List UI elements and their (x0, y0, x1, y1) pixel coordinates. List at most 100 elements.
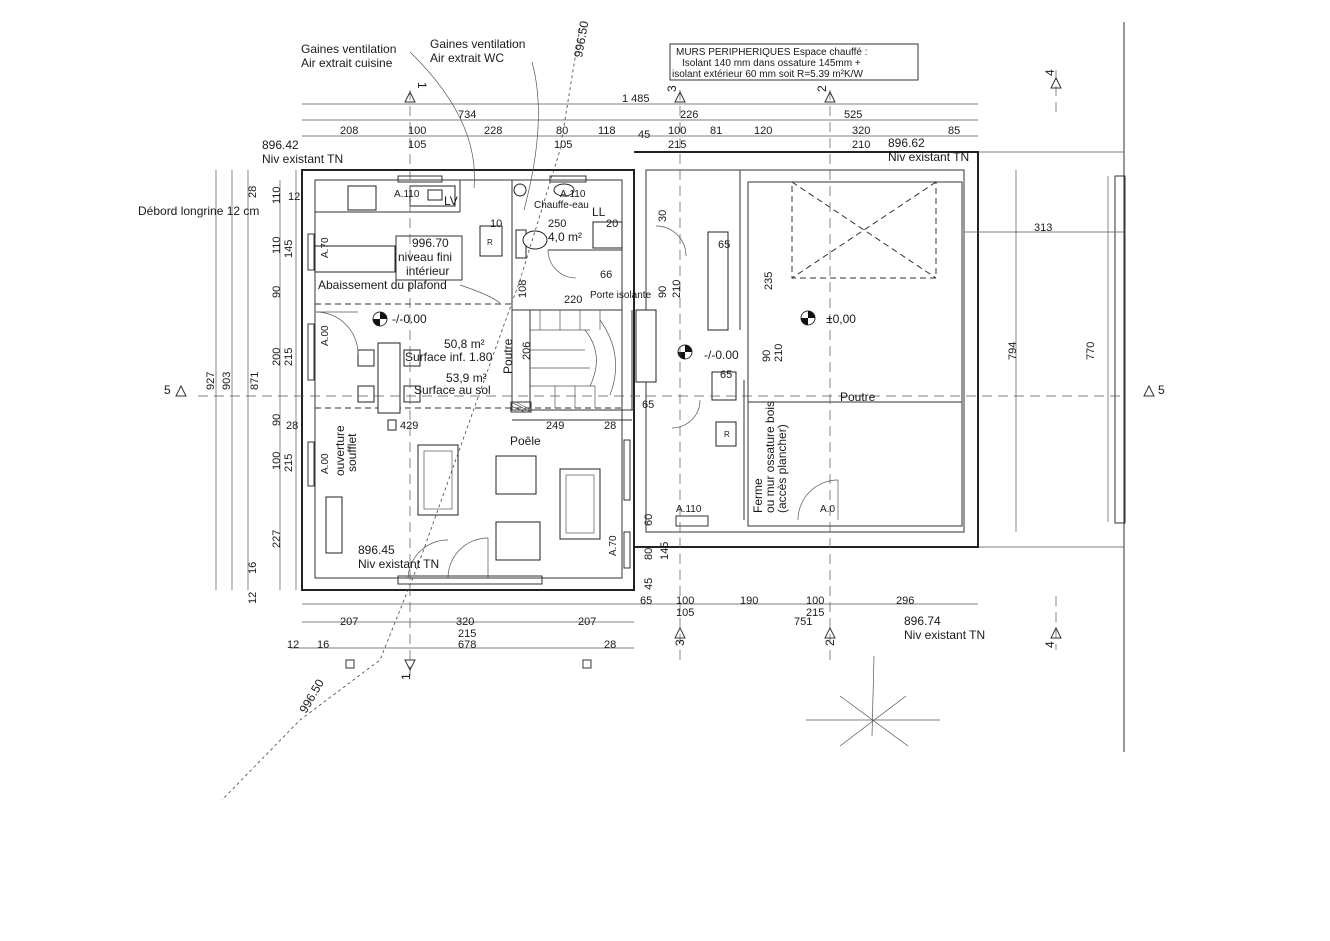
beam-label-horizontal: Poutre (840, 390, 876, 404)
svg-text:5: 5 (1158, 383, 1165, 397)
wc-bowl (522, 230, 548, 250)
surface-sol-value: 53,9 m² (446, 371, 487, 385)
dim-left-sub: 215 (283, 454, 295, 472)
dim-left: 110 (271, 186, 283, 204)
dim-left: 28 (247, 186, 259, 198)
window-label: A.00 (320, 325, 331, 346)
window-label: A.110 (676, 504, 702, 515)
dim-interior: 28 (604, 420, 616, 432)
carport-wall (1114, 175, 1126, 524)
dim-bottom: 207 (340, 616, 358, 628)
vent-kitchen-line2: Air extrait cuisine (301, 56, 393, 70)
dim-left: 16 (247, 562, 259, 574)
tv-cabinet (325, 496, 343, 554)
dim-left-outer: 903 (221, 372, 233, 390)
dim-bottom-total: 678 (458, 639, 476, 651)
dim-interior: 80 (643, 548, 655, 560)
dim-interior: 65 (642, 399, 654, 411)
dim-bottom-right-sub: 215 (806, 607, 824, 619)
dim-interior: 429 (400, 420, 418, 432)
annex-inner-wall (645, 169, 965, 533)
dim-left: 200 (271, 348, 283, 366)
vent-leader-wc (523, 61, 539, 211)
opening-label-2: soufflet (345, 433, 359, 472)
fridge (479, 225, 503, 257)
dim-top-sub: 210 (852, 139, 870, 151)
dim-interior: 30 (657, 210, 669, 222)
svg-text:3: 3 (673, 639, 687, 646)
dim-interior: 220 (564, 294, 582, 306)
dim-bottom-right: 100 (676, 595, 694, 607)
svg-text:R: R (724, 430, 730, 439)
doors (315, 225, 839, 579)
garage-fridge (715, 421, 737, 447)
washbasin (553, 183, 575, 197)
elevation-value: 896.74 (904, 614, 941, 628)
wc-area-label: 4,0 m² (548, 230, 582, 244)
stove-hearth (510, 401, 532, 413)
staircase (530, 310, 616, 408)
truss-label-2: ou mur ossature bois (763, 401, 777, 513)
walls-note-line1: MURS PERIPHERIQUES Espace chauffé : (676, 47, 868, 58)
dim-left-outer: 927 (205, 372, 217, 390)
dim-left: 110 (271, 236, 283, 254)
dim-top-sub: 215 (668, 139, 686, 151)
window-label: A.70 (320, 237, 331, 258)
chair (357, 349, 375, 367)
dim-bottom-right: 65 (640, 595, 652, 607)
walls-note-line3: isolant extérieur 60 mm soit R=5.39 m²K/… (672, 69, 863, 80)
dim-bottom-right: 100 (806, 595, 824, 607)
svg-text:4: 4 (1043, 641, 1057, 648)
dim-interior: 20 (606, 218, 618, 230)
dim-top: 80 (556, 125, 568, 137)
sofa-left (417, 444, 459, 516)
dim-top: 120 (754, 125, 772, 137)
dim-interior: 45 (643, 578, 655, 590)
dim-interior: 210 (671, 280, 683, 298)
dim-top-sub: 105 (408, 139, 426, 151)
elevation-label: Niv existant TN (904, 628, 985, 642)
beam-label-vertical: Poutre (501, 338, 515, 374)
dim-interior: 66 (600, 269, 612, 281)
dimension-lines (198, 70, 1124, 680)
dim-bottom-right: 296 (896, 595, 914, 607)
dim-top: 85 (948, 125, 960, 137)
vent-icon (582, 659, 592, 669)
house-inner-wall (314, 179, 623, 579)
window-label: A.70 (608, 535, 619, 556)
dim-top: 118 (598, 125, 616, 137)
dim-left-sub: 12 (288, 191, 300, 203)
walls-note-line2: Isolant 140 mm dans ossature 145mm + (682, 58, 861, 69)
dim-top: 208 (340, 125, 358, 137)
truss-label-1: Ferme (751, 478, 765, 513)
elevation-label: Niv existant TN (358, 557, 439, 571)
window-label: A.110 (394, 189, 420, 200)
windows (307, 175, 709, 585)
dim-interior: 250 (548, 218, 566, 230)
elevation-label: Niv existant TN (888, 150, 969, 164)
dim-interior: 794 (1007, 342, 1019, 360)
dim-interior: 90 (761, 350, 773, 362)
vent-icon (345, 659, 355, 669)
dim-top: 228 (484, 125, 502, 137)
dim-left-sub: 145 (283, 240, 295, 258)
water-heater-label: Chauffe-eau (534, 200, 589, 211)
level-zero-label: ±0,00 (826, 312, 856, 326)
surface-inf-value: 50,8 m² (444, 337, 485, 351)
dim-interior: 210 (773, 344, 785, 362)
dim-left-outer: 871 (249, 372, 261, 390)
finish-level-line2: niveau fini (398, 250, 452, 264)
washing-machine (592, 221, 623, 249)
dim-bottom: 320 (456, 616, 474, 628)
dim-interior: 60 (643, 514, 655, 526)
contour-value-bottom: 996.50 (296, 676, 327, 715)
cupboard (635, 309, 657, 383)
dim-bottom-edge: 12 (287, 639, 299, 651)
dim-bottom-right: 190 (740, 595, 758, 607)
ceiling-lowering-label: Abaissement du plafond (318, 278, 447, 292)
window-label: A.0 (820, 504, 835, 515)
dim-left: 90 (271, 286, 283, 298)
level-origin-label: -/-0.00 (392, 312, 427, 326)
debord-note: Débord longrine 12 cm (138, 204, 259, 218)
dim-top: 226 (680, 109, 698, 121)
